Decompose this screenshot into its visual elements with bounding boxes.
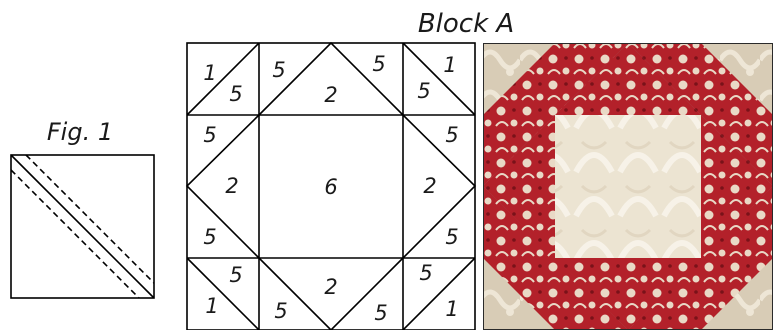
corner-diagonal xyxy=(187,43,259,115)
fig1-seam-lower xyxy=(11,170,139,298)
fabric-center-square xyxy=(555,115,701,258)
piece-number: 5 xyxy=(203,225,216,249)
piece-number: 2 xyxy=(324,275,337,299)
piece-number: 2 xyxy=(324,83,337,107)
piece-number: 2 xyxy=(423,174,436,198)
piece-number: 5 xyxy=(272,58,285,82)
corner-diagonal xyxy=(403,258,475,330)
edge-triangle-right xyxy=(403,115,475,258)
corner-diagonal xyxy=(403,43,475,115)
piece-number: 5 xyxy=(374,301,387,325)
piece-number: 5 xyxy=(419,261,432,285)
piece-number: 5 xyxy=(229,82,242,106)
fabric-block-photo xyxy=(483,43,773,330)
piece-number: 5 xyxy=(274,299,287,323)
fig1-diagonal xyxy=(11,155,154,298)
piece-number: 5 xyxy=(417,79,430,103)
corner-diagonal xyxy=(187,258,259,330)
piece-number: 5 xyxy=(203,123,216,147)
piece-number: 5 xyxy=(445,225,458,249)
piece-number: 1 xyxy=(203,61,216,85)
edge-triangle-left xyxy=(187,115,259,258)
piece-number: 5 xyxy=(445,123,458,147)
fig1-half-square-diagram xyxy=(11,155,154,298)
piece-number: 1 xyxy=(443,53,456,77)
piece-number: 6 xyxy=(324,175,337,199)
block-title: Block A xyxy=(418,9,514,39)
piece-number: 1 xyxy=(205,294,218,318)
piece-number: 5 xyxy=(229,263,242,287)
fig1-seam-upper xyxy=(26,155,154,283)
diagram-numbers: 1 5 5 2 5 1 5 5 2 5 6 5 2 5 5 1 5 2 5 5 … xyxy=(203,52,458,325)
piece-number: 2 xyxy=(225,174,238,198)
piece-number: 1 xyxy=(445,297,458,321)
piece-number: 5 xyxy=(372,52,385,76)
figure-label: Fig. 1 xyxy=(47,118,113,146)
